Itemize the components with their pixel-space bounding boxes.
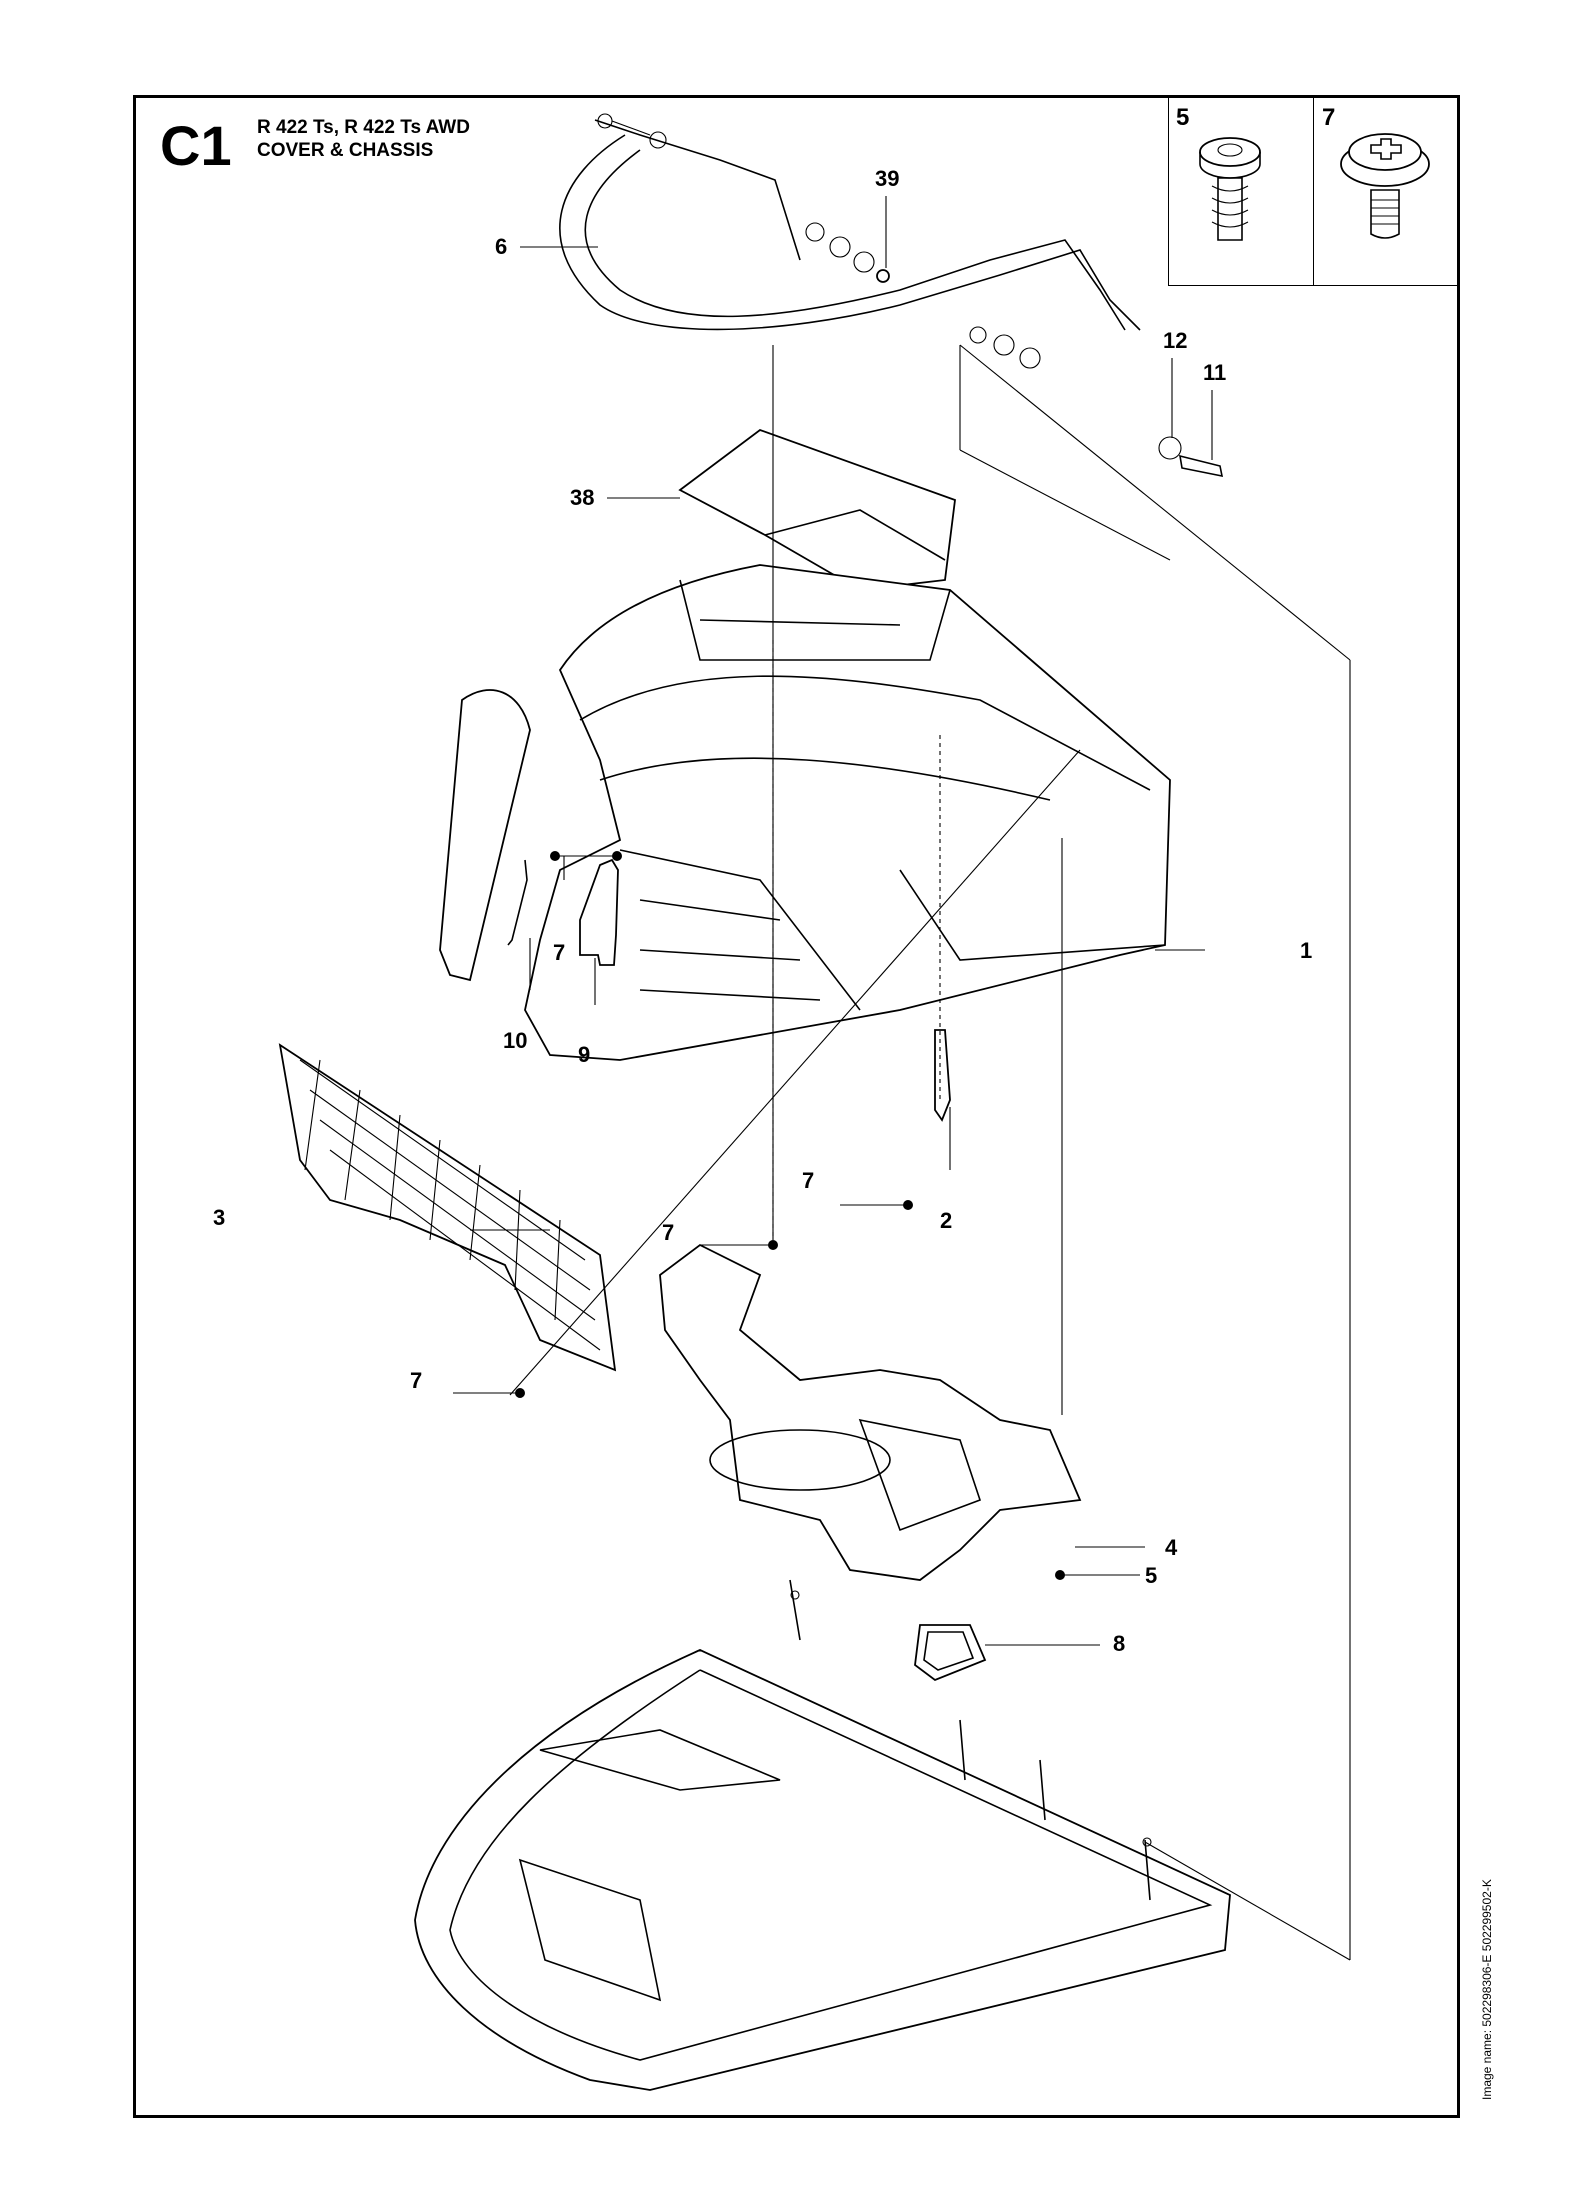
flap-part-38 [678, 428, 956, 591]
chassis-frame [414, 1579, 1231, 2091]
group-title: COVER & CHASSIS [257, 140, 434, 161]
callout-4: 4 [1165, 1535, 1178, 1560]
hood-cover-part-1 [439, 564, 1171, 1061]
bracket-part-10 [507, 859, 528, 946]
callout-12: 12 [1163, 328, 1188, 353]
callout-6: 6 [495, 234, 508, 259]
roll-bar-part-6 [559, 113, 1224, 478]
section-code: C1 [160, 114, 232, 177]
callout-8: 8 [1113, 1631, 1126, 1656]
inset-label-5: 5 [1176, 104, 1190, 131]
leader-lines [453, 196, 1351, 1961]
clip-part-2 [934, 1029, 951, 1122]
callout-3: 3 [213, 1205, 226, 1230]
callout-7-bracket: 7 [553, 940, 566, 965]
model-names: R 422 Ts, R 422 Ts AWD [257, 117, 470, 138]
callout-9: 9 [578, 1042, 591, 1067]
diagram-frame [133, 95, 1460, 2118]
phillips-flange-screw-icon [1340, 133, 1430, 239]
callout-7-console: 7 [662, 1220, 675, 1245]
callout-1: 1 [1300, 938, 1313, 963]
console-part-4 [659, 1243, 1082, 1581]
bracket-part-9 [579, 858, 619, 966]
inset-label-7: 7 [1322, 104, 1336, 131]
image-name-label: Image name: 502298306-E 502299502-K [1480, 1879, 1494, 2100]
fastener-inset-box [1168, 98, 1457, 286]
callout-39: 39 [875, 166, 900, 191]
callout-38: 38 [570, 485, 595, 510]
callout-5: 5 [1145, 1563, 1158, 1588]
callout-2: 2 [940, 1208, 953, 1233]
torx-screw-icon [1199, 137, 1261, 241]
inset-divider [1313, 98, 1314, 286]
callout-7-clip: 7 [802, 1168, 815, 1193]
callout-7-grille: 7 [410, 1368, 423, 1393]
grille-part-3 [278, 1043, 617, 1372]
callout-11: 11 [1203, 360, 1227, 385]
gasket-part-8 [914, 1624, 987, 1682]
callout-10: 10 [503, 1028, 528, 1053]
